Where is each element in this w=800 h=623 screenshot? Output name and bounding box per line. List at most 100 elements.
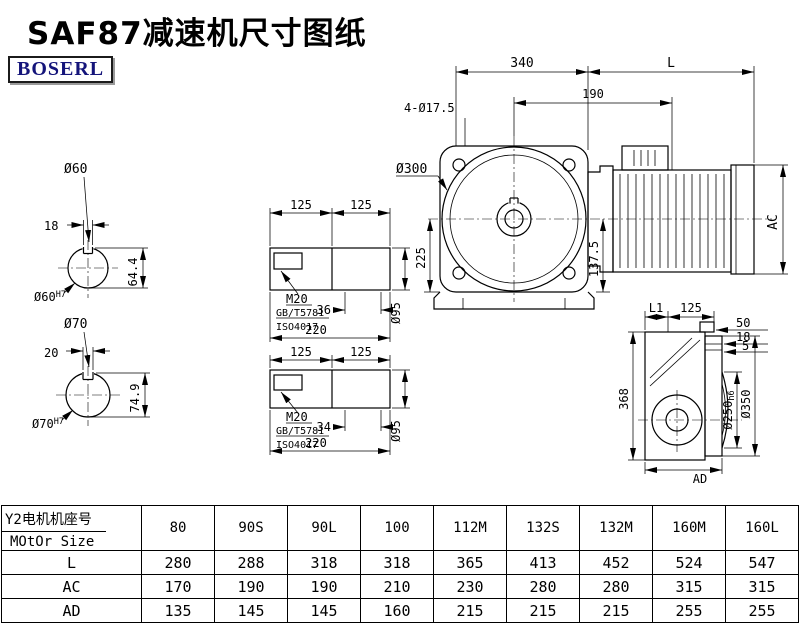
table-cell: 315 <box>725 574 799 599</box>
view-shaft-end-70: Ø70 20 74.9 Ø70H7 <box>32 317 150 431</box>
output-flange <box>704 335 723 457</box>
dim-190: 190 <box>582 87 604 101</box>
table-cell: 255 <box>725 598 799 623</box>
table-size-header: 132M <box>579 505 653 551</box>
dim-dia350: Ø350 <box>739 390 753 419</box>
dim-220-2: 220 <box>305 436 327 450</box>
table-cell: 215 <box>579 598 653 623</box>
table-cell: 318 <box>287 550 361 575</box>
table-cell: 452 <box>579 550 653 575</box>
dim-key-width-18: 18 <box>44 219 58 233</box>
dim-34: 34 <box>317 420 331 434</box>
table-size-header: 132S <box>506 505 580 551</box>
table-cell: 524 <box>652 550 726 575</box>
table-size-header: 112M <box>433 505 507 551</box>
label-std-gb-2: GB/T5781 <box>276 426 324 437</box>
table-size-header: 160L <box>725 505 799 551</box>
row-label-AC: AC <box>1 574 142 599</box>
label-thread-m20: M20 <box>286 292 308 306</box>
dim-125-side: 125 <box>680 301 702 315</box>
dim-key-height-74-9: 74.9 <box>128 384 142 413</box>
table-header-motor-size: Y2电机机座号 MOtOr Size <box>1 505 142 551</box>
dim-dia95-2: Ø95 <box>389 420 403 442</box>
table-cell: 365 <box>433 550 507 575</box>
dim-125-c: 125 <box>290 345 312 359</box>
table-cell: 230 <box>433 574 507 599</box>
table-cell: 413 <box>506 550 580 575</box>
dim-340: 340 <box>510 56 533 71</box>
view-shaft-end-60: Ø60 18 64.4 Ø60H7 <box>34 162 148 304</box>
dim-220: 220 <box>305 323 327 337</box>
dim-225: 225 <box>414 247 428 269</box>
table-cell: 318 <box>360 550 434 575</box>
dim-dia95: Ø95 <box>389 302 403 324</box>
brand-logo: BOSERL <box>8 56 114 83</box>
view-gearbox-side: L1 125 50 18 5 368 Ø250h6 Ø350 AD <box>617 301 768 486</box>
dim-dia60: Ø60 <box>64 162 87 177</box>
label-std-iso: ISO4017 <box>276 322 318 333</box>
dim-AC: AC <box>766 214 781 230</box>
table-cell: 135 <box>141 598 215 623</box>
table-header-en: MOtOr Size <box>10 534 95 550</box>
table-cell: 160 <box>360 598 434 623</box>
table-cell: 170 <box>141 574 215 599</box>
table-size-header: 100 <box>360 505 434 551</box>
view-output-shaft-bottom: 125 125 M20 GB/T5781 ISO4017 34 220 Ø95 <box>269 345 410 455</box>
shaft-body <box>269 247 391 291</box>
table-size-header: 90S <box>214 505 288 551</box>
motor-body <box>612 169 732 273</box>
dim-AD: AD <box>693 472 707 486</box>
label-thread-m20-2: M20 <box>286 410 308 424</box>
view-output-shaft-top: 125 125 M20 GB/T5781 ISO4017 36 220 Ø95 <box>269 198 410 342</box>
table-size-header: 80 <box>141 505 215 551</box>
table-cell: 145 <box>287 598 361 623</box>
table-size-header: 160M <box>652 505 726 551</box>
dim-368: 368 <box>617 388 631 410</box>
bolt-section <box>273 252 303 270</box>
dim-L1: L1 <box>649 301 663 315</box>
table-cell: 190 <box>287 574 361 599</box>
base-plate <box>433 291 595 310</box>
dim-dia250h6: Ø250h6 <box>721 390 737 429</box>
dim-key-height-64-4: 64.4 <box>126 258 140 287</box>
table-cell: 210 <box>360 574 434 599</box>
table-cell: 280 <box>506 574 580 599</box>
flange-arc-outer <box>721 371 729 449</box>
table-cell: 547 <box>725 550 799 575</box>
table-cell: 215 <box>433 598 507 623</box>
fan-cowl <box>730 164 755 275</box>
table-cell: 288 <box>214 550 288 575</box>
row-label-AD: AD <box>1 598 142 623</box>
side-body <box>644 331 706 461</box>
table-cell: 215 <box>506 598 580 623</box>
dim-125-b: 125 <box>350 198 372 212</box>
table-cell: 190 <box>214 574 288 599</box>
label-std-iso-2: ISO4017 <box>276 440 318 451</box>
dim-125-d: 125 <box>350 345 372 359</box>
view-gearbox-front: 4-Ø17.5 340 L 190 Ø300 225 137.5 AC <box>396 56 788 310</box>
dim-key-width-20: 20 <box>44 346 58 360</box>
row-label-L: L <box>1 550 142 575</box>
table-cell: 315 <box>652 574 726 599</box>
page-title: SAF87减速机尺寸图纸 <box>27 16 367 52</box>
table-cell: 280 <box>579 574 653 599</box>
dim-125-a: 125 <box>290 198 312 212</box>
dim-50: 50 <box>736 316 750 330</box>
terminal-box <box>621 145 669 171</box>
dim-18-side: 18 <box>736 330 750 344</box>
dim-137-5: 137.5 <box>587 241 601 277</box>
dim-dia70-h7: Ø70H7 <box>32 417 64 431</box>
table-size-header: 90L <box>287 505 361 551</box>
motor-size-table: Y2电机机座号 MOtOr Size 80 90S 90L 100 112M 1… <box>1 505 799 623</box>
dim-dia70: Ø70 <box>64 317 87 332</box>
dim-5: 5 <box>742 339 749 353</box>
dim-dia60-h7: Ø60H7 <box>34 290 66 304</box>
table-cell: 145 <box>214 598 288 623</box>
dim-L: L <box>667 56 675 71</box>
table-cell: 255 <box>652 598 726 623</box>
shaft-body-2 <box>269 369 391 409</box>
table-cell: 280 <box>141 550 215 575</box>
dim-36: 36 <box>317 303 331 317</box>
dimension-drawing: Ø60 18 64.4 Ø60H7 Ø70 20 74.9 Ø70H7 <box>32 56 788 486</box>
label-std-gb: GB/T5781 <box>276 308 324 319</box>
